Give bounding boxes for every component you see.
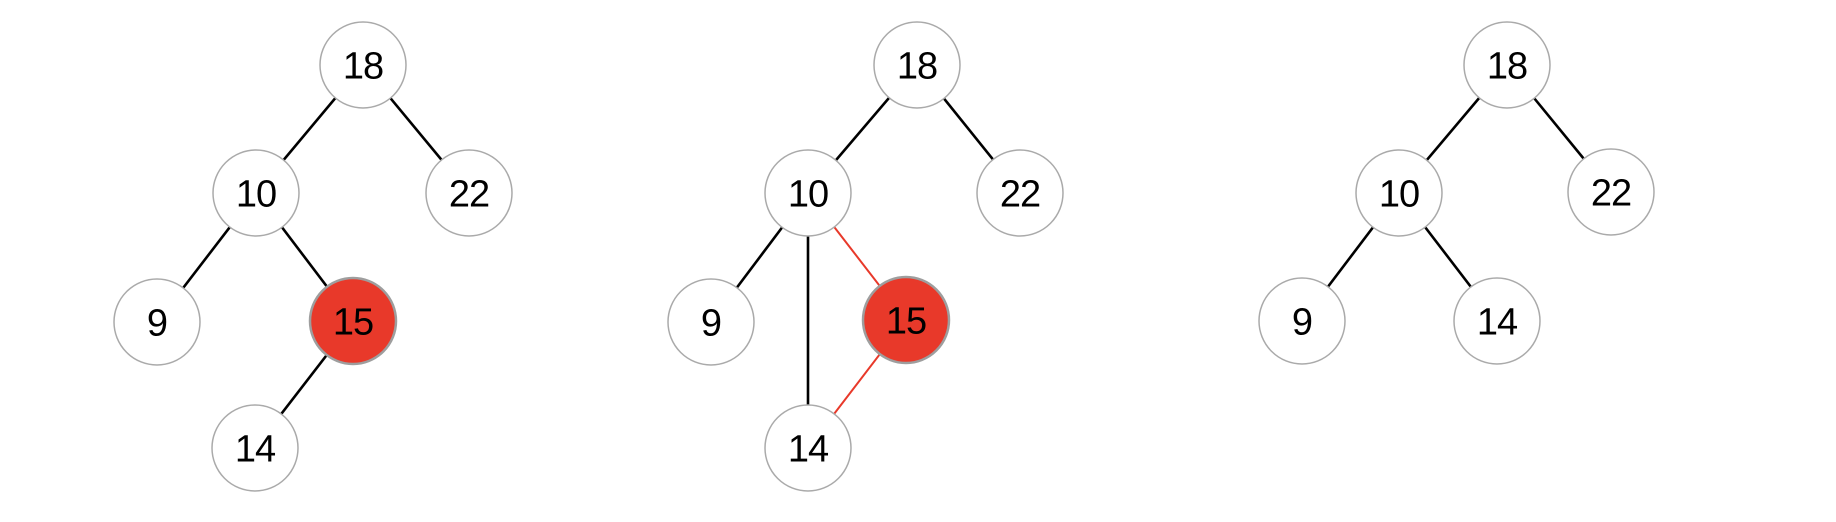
node-value-label: 9 <box>701 303 721 345</box>
node-circle <box>425 149 513 237</box>
node-circle <box>976 149 1064 237</box>
tree-node-22: 22 <box>1567 148 1655 236</box>
node-value-label: 10 <box>236 174 276 216</box>
tree-node-9: 9 <box>113 278 201 366</box>
node-circle <box>212 149 300 237</box>
node-circle <box>1258 277 1346 365</box>
node-circle <box>1463 21 1551 109</box>
node-circle <box>667 278 755 366</box>
tree-node-14: 14 <box>764 404 852 492</box>
tree-node-22: 22 <box>425 149 513 237</box>
tree-node-18: 18 <box>873 21 961 109</box>
node-circle <box>873 21 961 109</box>
node-circle <box>861 275 951 365</box>
tree-node-10: 10 <box>1355 149 1443 237</box>
node-value-label: 18 <box>1487 46 1527 88</box>
tree-node-10: 10 <box>764 149 852 237</box>
tree-step-1-original-with-node-15-marked: 18 10 22 9 15 14 <box>113 21 513 492</box>
tree-node-14: 14 <box>211 404 299 492</box>
node-circle <box>764 149 852 237</box>
node-circle <box>1567 148 1655 236</box>
node-value-label: 10 <box>1379 174 1419 216</box>
node-circle <box>1355 149 1443 237</box>
tree-node-18: 18 <box>319 21 407 109</box>
tree-node-9: 9 <box>1258 277 1346 365</box>
node-value-label: 10 <box>788 174 828 216</box>
tree-step-2-relink-child-bypass-node-15: 18 10 22 9 15 14 <box>667 21 1064 492</box>
node-value-label: 18 <box>343 46 383 88</box>
tree-node-22: 22 <box>976 149 1064 237</box>
tree-node-15-highlighted: 15 <box>308 276 398 366</box>
node-circle <box>308 276 398 366</box>
tree-node-9: 9 <box>667 278 755 366</box>
tree-node-15-highlighted: 15 <box>861 275 951 365</box>
node-value-label: 15 <box>886 301 926 343</box>
node-circle <box>1453 277 1541 365</box>
tree-node-10: 10 <box>212 149 300 237</box>
node-value-label: 14 <box>788 429 829 471</box>
node-value-label: 9 <box>147 303 167 345</box>
node-value-label: 22 <box>1000 174 1040 216</box>
node-circle <box>319 21 407 109</box>
node-circle <box>764 404 852 492</box>
node-circle <box>113 278 201 366</box>
node-circle <box>211 404 299 492</box>
tree-node-18: 18 <box>1463 21 1551 109</box>
tree-step-3-after-deletion: 18 10 22 9 14 <box>1258 21 1655 365</box>
node-value-label: 18 <box>897 46 937 88</box>
node-value-label: 14 <box>1477 302 1518 344</box>
node-value-label: 22 <box>449 174 489 216</box>
node-value-label: 9 <box>1292 302 1312 344</box>
node-value-label: 14 <box>235 429 276 471</box>
tree-node-14: 14 <box>1453 277 1541 365</box>
node-value-label: 15 <box>333 302 373 344</box>
node-value-label: 22 <box>1591 173 1631 215</box>
